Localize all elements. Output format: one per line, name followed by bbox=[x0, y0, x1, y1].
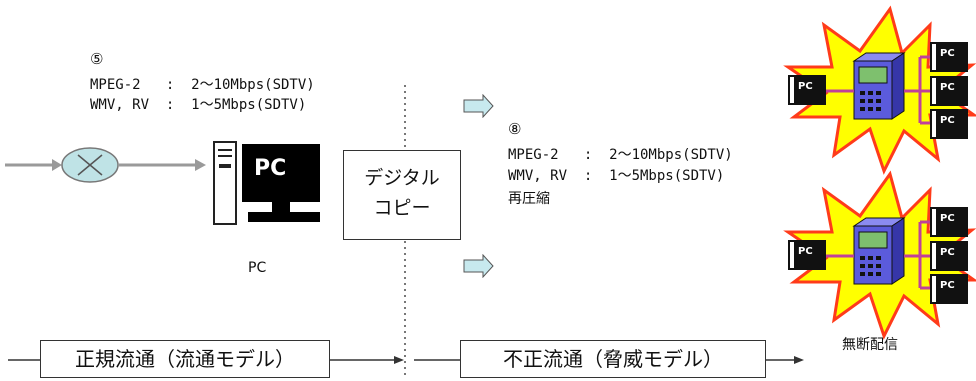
small-pc-icon: PC bbox=[930, 76, 968, 106]
illegal-distribution-box: 不正流通（脅威モデル） bbox=[460, 340, 766, 378]
input-flow-graphic bbox=[5, 147, 206, 183]
connector-lines bbox=[822, 220, 932, 290]
pc-icon bbox=[213, 141, 320, 225]
pc-screen-label: PC bbox=[254, 156, 287, 181]
arrow-upper bbox=[463, 94, 494, 118]
distribution-caption: 無断配信 bbox=[842, 337, 898, 353]
left-spec-line-2: WMV, RV : 1～5Mbps(SDTV) bbox=[90, 97, 307, 113]
small-pc-icon: PC bbox=[930, 42, 968, 72]
pc-caption: PC bbox=[248, 260, 267, 276]
left-spec-line-1: MPEG-2 : 2～10Mbps(SDTV) bbox=[90, 77, 315, 93]
distribution-cluster-upper: PC PC PC PC bbox=[780, 5, 976, 175]
small-pc-icon: PC bbox=[930, 207, 968, 237]
left-spec-number: ⑤ bbox=[90, 50, 104, 68]
digital-copy-line-2: コピー bbox=[373, 197, 431, 219]
digital-copy-line-1: デジタル bbox=[364, 167, 440, 189]
distribution-cluster-lower: PC PC PC PC bbox=[780, 170, 976, 340]
right-spec-line-1: MPEG-2 : 2～10Mbps(SDTV) bbox=[508, 147, 733, 163]
legal-distribution-box: 正規流通（流通モデル） bbox=[40, 340, 330, 378]
recompress-label: 再圧縮 bbox=[508, 191, 550, 207]
small-pc-icon: PC bbox=[788, 75, 826, 105]
server-icon bbox=[852, 52, 906, 120]
small-pc-icon: PC bbox=[930, 241, 968, 271]
small-pc-icon: PC bbox=[930, 109, 968, 139]
right-spec-number: ⑧ bbox=[508, 120, 522, 138]
digital-copy-box: デジタル コピー bbox=[343, 150, 461, 240]
small-pc-icon: PC bbox=[930, 274, 968, 304]
right-spec-line-2: WMV, RV : 1～5Mbps(SDTV) bbox=[508, 168, 725, 184]
pc-computer: PC bbox=[212, 140, 327, 230]
small-pc-icon: PC bbox=[788, 240, 826, 270]
arrow-lower bbox=[463, 254, 494, 278]
